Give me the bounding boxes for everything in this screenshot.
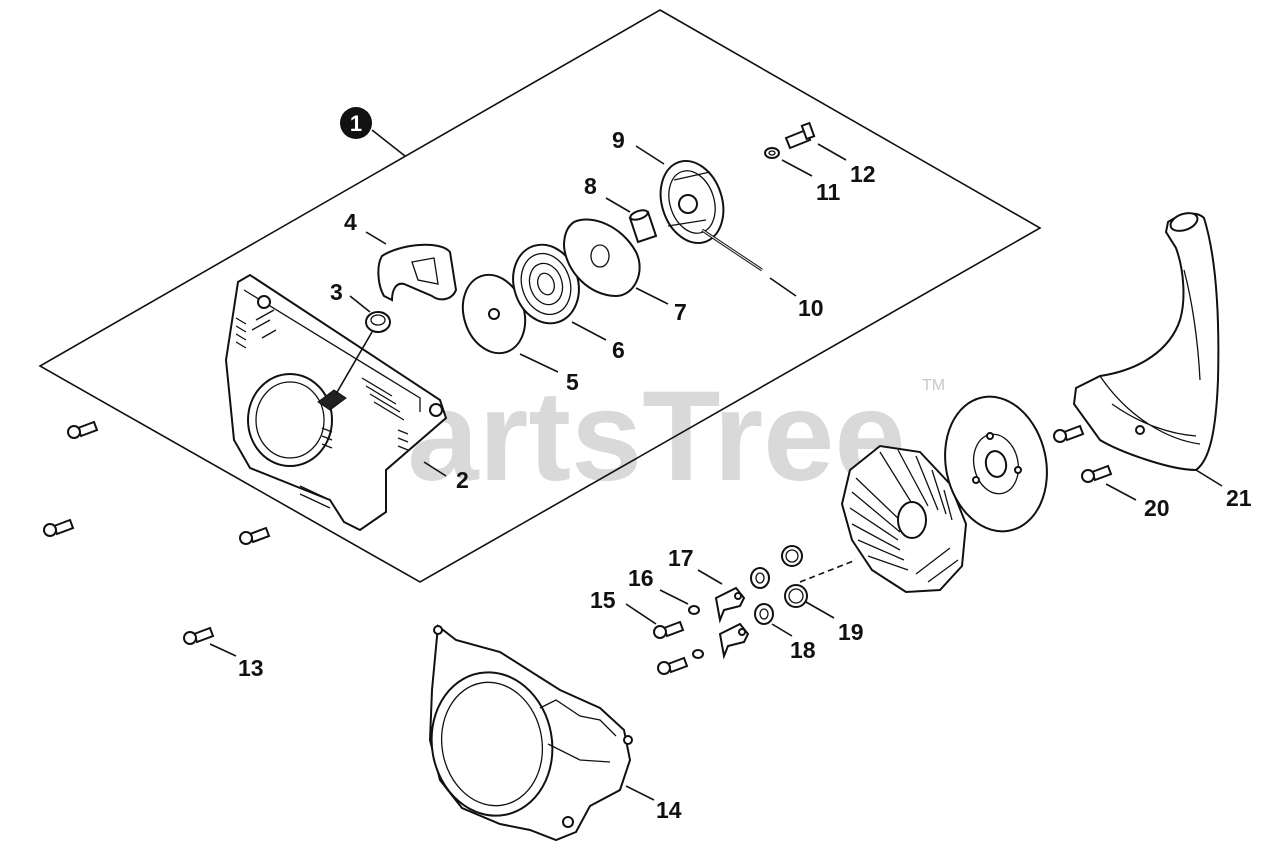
- part-10-rope: [701, 228, 763, 272]
- callout-6: 6: [571, 321, 625, 363]
- part-20-screw: [1053, 424, 1113, 483]
- callout-2: 2: [423, 461, 469, 493]
- assembly-1-boundary: [38, 9, 1042, 583]
- callout-13-text: 13: [238, 655, 264, 681]
- part-6-spring-case: [512, 243, 580, 325]
- callout-13: 13: [209, 643, 264, 681]
- screw-left-1: [67, 420, 99, 439]
- callout-11-text: 11: [816, 179, 841, 205]
- callout-17: 17: [668, 545, 723, 585]
- clutch-disc: [944, 395, 1048, 533]
- flywheel: [799, 444, 968, 594]
- callout-8-text: 8: [584, 173, 597, 199]
- leader-20: [1105, 483, 1137, 501]
- leader-14: [625, 785, 655, 801]
- leader-21: [1195, 469, 1223, 487]
- leader-18: [771, 623, 793, 637]
- leader-1: [371, 129, 406, 157]
- part-16-washer: [688, 605, 704, 659]
- callout-5: 5: [519, 353, 579, 395]
- callout-7-text: 7: [674, 299, 687, 325]
- part-8-bushing: [628, 209, 658, 244]
- screw-left-2: [43, 518, 75, 537]
- leader-15: [625, 603, 657, 625]
- screw-left-3: [239, 526, 271, 545]
- part-4-starter-handle: [377, 243, 458, 302]
- leader-6: [571, 321, 607, 341]
- callout-5-text: 5: [566, 369, 579, 395]
- part-17-pawl: [714, 586, 750, 660]
- callout-20-text: 20: [1144, 495, 1170, 521]
- callout-7: 7: [635, 287, 687, 325]
- callout-14: 14: [625, 785, 682, 823]
- part-9-pulley: [659, 159, 725, 245]
- leader-17: [697, 569, 723, 585]
- callout-19: 19: [805, 601, 864, 645]
- leader-8: [605, 197, 631, 213]
- callout-14-text: 14: [656, 797, 682, 823]
- callout-1-circle: [340, 107, 372, 139]
- callout-16-text: 16: [628, 565, 654, 591]
- flywheel-axis: [799, 559, 857, 583]
- callout-10: 10: [769, 277, 824, 321]
- part-2-starter-housing: [224, 273, 448, 532]
- callout-18-text: 18: [790, 637, 816, 663]
- part-12-screw: [784, 121, 816, 150]
- leader-12: [817, 143, 847, 161]
- callout-21: 21: [1195, 469, 1252, 511]
- callout-20: 20: [1105, 483, 1170, 521]
- rope-guide-line: [335, 331, 373, 395]
- leader-19: [805, 601, 835, 619]
- callout-21-text: 21: [1226, 485, 1252, 511]
- part-21-shroud: [1072, 212, 1220, 472]
- leader-3: [349, 295, 371, 313]
- part-14-fan-housing: [428, 624, 633, 842]
- callout-3: 3: [330, 279, 371, 313]
- callout-2-text: 2: [456, 467, 469, 493]
- callout-9: 9: [612, 127, 665, 165]
- callout-9-text: 9: [612, 127, 625, 153]
- callout-17-text: 17: [668, 545, 694, 571]
- callout-1-text: 1: [350, 111, 362, 136]
- part-3-grommet: [335, 311, 391, 395]
- part-11-washer: [764, 147, 780, 159]
- leader-4: [365, 231, 387, 245]
- part-18-nut: [750, 567, 774, 625]
- callout-15: 15: [590, 587, 657, 625]
- callout-18: 18: [771, 623, 816, 663]
- callout-1: 1: [340, 107, 406, 157]
- callout-4-text: 4: [344, 209, 357, 235]
- callout-4: 4: [344, 209, 387, 245]
- leader-16: [659, 589, 689, 605]
- part-7-disc: [562, 218, 641, 298]
- leader-7: [635, 287, 669, 305]
- part-19-spring: [781, 545, 808, 608]
- leader-5: [519, 353, 559, 373]
- leader-11: [781, 159, 813, 177]
- callout-15-text: 15: [590, 587, 616, 613]
- callout-6-text: 6: [612, 337, 625, 363]
- leader-13: [209, 643, 237, 657]
- callout-19-text: 19: [838, 619, 864, 645]
- leader-10: [769, 277, 797, 297]
- leader-9: [635, 145, 665, 165]
- part-13-screw: [183, 626, 215, 645]
- callout-10-text: 10: [798, 295, 824, 321]
- watermark-trademark: TM: [922, 377, 945, 394]
- callout-8: 8: [584, 173, 631, 213]
- callout-16: 16: [628, 565, 689, 605]
- callout-12-text: 12: [850, 161, 876, 187]
- callout-3-text: 3: [330, 279, 343, 305]
- leader-2: [423, 461, 447, 477]
- callout-11: 11: [781, 159, 841, 205]
- part-15-screw: [653, 620, 689, 675]
- callout-12: 12: [817, 143, 876, 187]
